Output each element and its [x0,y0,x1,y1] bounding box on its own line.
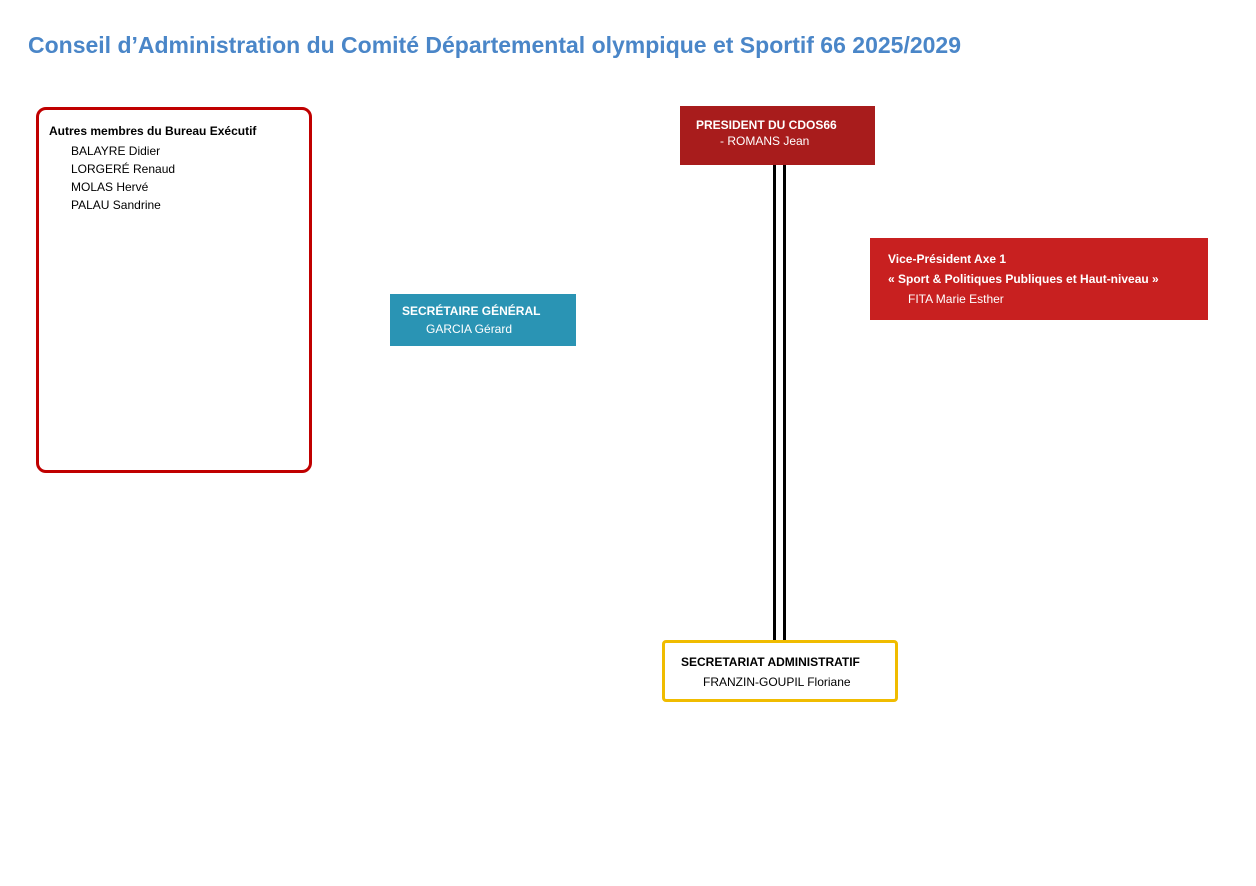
president-box: PRESIDENT DU CDOS66 - ROMANS Jean [680,106,875,165]
bureau-box: Autres membres du Bureau Exécutif BALAYR… [36,107,312,473]
vp1-title: Vice-Président Axe 1 [888,252,1007,266]
sg-title: SECRÉTAIRE GÉNÉRAL [402,304,541,318]
vp1-theme: « Sport & Politiques Publiques et Haut-n… [888,272,1159,286]
bureau-member: BALAYRE Didier [71,144,161,158]
sg-name: GARCIA Gérard [426,322,513,336]
president-name: - ROMANS Jean [720,134,810,148]
secadm-name: FRANZIN-GOUPIL Floriane [703,675,851,689]
president-title: PRESIDENT DU CDOS66 [696,118,837,132]
bureau-member: PALAU Sandrine [71,198,161,212]
sg-box: SECRÉTAIRE GÉNÉRAL GARCIA Gérard [390,294,576,346]
connector-spine [773,165,776,640]
vp1-box: Vice-Président Axe 1 « Sport & Politique… [870,238,1208,320]
bureau-heading: Autres membres du Bureau Exécutif [49,124,257,138]
vp1-name: FITA Marie Esther [908,292,1004,306]
bureau-member: LORGERÉ Renaud [71,162,176,176]
bureau-member: MOLAS Hervé [71,180,149,194]
secadm-title: SECRETARIAT ADMINISTRATIF [681,655,860,669]
secadm-box: SECRETARIAT ADMINISTRATIF FRANZIN-GOUPIL… [662,640,898,702]
connector-spine-2 [783,165,786,640]
page-title: Conseil d’Administration du Comité Dépar… [28,32,961,58]
